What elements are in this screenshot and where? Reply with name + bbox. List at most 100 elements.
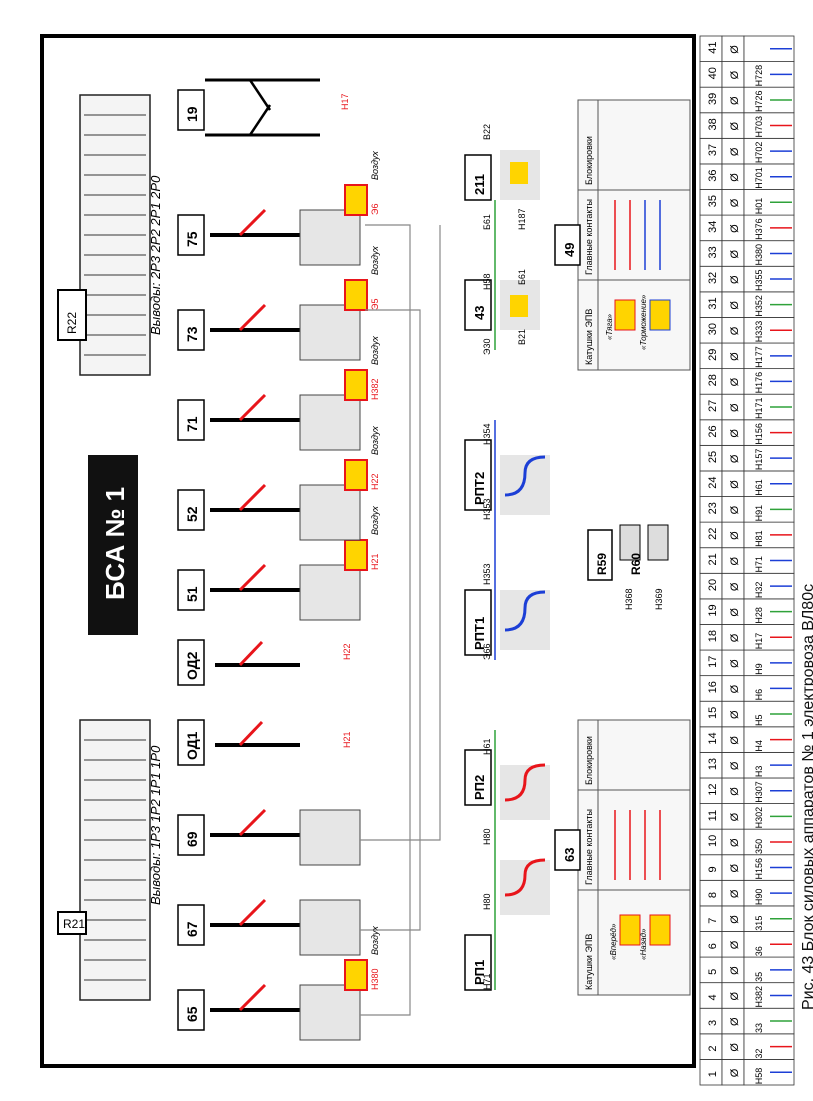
contactor-52-wire: Н22	[370, 473, 380, 490]
terminal-wire: Н728	[754, 65, 764, 87]
terminal-number: 40	[707, 67, 719, 79]
table-63-header-0: Катушки ЭПВ	[584, 934, 594, 990]
relay-43-wire-2: Н58	[482, 273, 492, 290]
relay-rp2: РП2 Н80 Н61	[464, 730, 550, 845]
contactor-19: 19 Н17	[177, 78, 350, 137]
terminal-wire: Н355	[754, 270, 764, 292]
terminal-symbol: Ø	[729, 198, 741, 207]
terminal-wire: Н333	[754, 321, 764, 343]
terminal-number: 38	[707, 118, 719, 130]
relay-rp1-wire-0: Н71	[482, 973, 492, 990]
contactor-65-air: Воздух	[370, 926, 380, 955]
terminal-symbol: Ø	[729, 710, 741, 719]
contactor-51-air: Воздух	[370, 506, 380, 535]
terminal-symbol: Ø	[729, 122, 741, 131]
terminal-wire: Н703	[754, 116, 764, 138]
terminal-symbol: Ø	[729, 403, 741, 412]
terminal-number: 29	[707, 349, 719, 361]
terminal-number: 5	[707, 969, 719, 975]
terminal-symbol: Ø	[729, 889, 741, 898]
terminal-symbol: Ø	[729, 736, 741, 745]
reverser-r21: R21 Выводы: 1Р3 1Р2 1Р1 1Р0	[57, 719, 163, 1001]
terminal-symbol: Ø	[729, 275, 741, 284]
contactor-52: 52 Н22 Воздух	[177, 426, 380, 541]
relay-rp2-wire-1: Н61	[482, 738, 492, 755]
terminal-symbol: Ø	[729, 864, 741, 873]
terminal-number: 14	[707, 732, 719, 744]
contactor-od1-label: ОД1	[184, 731, 200, 760]
terminal-wire: Н90	[754, 889, 764, 906]
terminal-wire: Н177	[754, 346, 764, 368]
terminal-wire: Н28	[754, 607, 764, 624]
terminal-symbol: Ø	[729, 684, 741, 693]
terminal-wire: Н176	[754, 372, 764, 394]
relay-rp1: РП1 Н71 Н80	[464, 800, 550, 991]
relay-43-wire-1: В21	[517, 329, 527, 345]
terminal-number: 7	[707, 918, 719, 924]
terminal-symbol: Ø	[729, 429, 741, 438]
terminal-wire: 315	[754, 916, 764, 931]
terminal-wire: Н382	[754, 986, 764, 1008]
terminal-number: 2	[707, 1045, 719, 1051]
contactor-51-wire: Н21	[370, 553, 380, 570]
relay-rpt1-label: РПТ1	[472, 617, 487, 650]
contactor-69-label: 69	[184, 831, 200, 847]
block-title-box: БСА № 1	[88, 455, 138, 635]
terminal-symbol: Ø	[729, 352, 741, 361]
terminal-symbol: Ø	[729, 173, 741, 182]
contactor-73-air: Воздух	[370, 246, 380, 275]
contactor-od2-wire: Н22	[342, 643, 352, 660]
terminal-symbol: Ø	[729, 940, 741, 949]
contactor-69: 69	[177, 808, 361, 866]
table-49-header-2: Блокировки	[584, 136, 594, 185]
terminal-cell	[743, 444, 795, 472]
contactor-65-label: 65	[184, 1006, 200, 1022]
terminal-wire: Н3	[754, 766, 764, 778]
terminal-wire: Н01	[754, 198, 764, 215]
terminal-symbol: Ø	[729, 761, 741, 770]
contactor-52-air: Воздух	[370, 426, 380, 455]
terminal-cell	[743, 393, 795, 421]
terminal-number: 37	[707, 144, 719, 156]
terminal-number: 34	[707, 221, 719, 233]
terminal-wire: Н91	[754, 505, 764, 522]
terminal-symbol: Ø	[729, 608, 741, 617]
terminal-symbol: Ø	[729, 838, 741, 847]
terminal-number: 12	[707, 784, 719, 796]
terminal-number: 33	[707, 246, 719, 258]
contactor-71: 71 Н382 Воздух	[177, 336, 380, 451]
terminal-number: 9	[707, 866, 719, 872]
r21-label: R21	[63, 917, 85, 931]
relay-rpt2-wire-1: Н354	[482, 423, 492, 445]
contactor-65-wire: Н380	[370, 968, 380, 990]
terminal-wire: 36	[754, 946, 764, 956]
terminal-number: 10	[707, 835, 719, 847]
contactor-73: 73 Э5 Воздух	[177, 246, 380, 361]
r22-label: R22	[65, 312, 79, 334]
contactor-65: 65 Н380 Воздух	[177, 926, 380, 1041]
terminal-wire: Н156	[754, 423, 764, 445]
contactor-75-air: Воздух	[370, 151, 380, 180]
terminal-number: 31	[707, 297, 719, 309]
reverser-r22: R22 Выводы: 2Р3 2Р2 2Р1 2Р0	[57, 94, 163, 376]
table-63-label: 63	[562, 848, 577, 862]
table-49-coil-1: «Торможение»	[639, 294, 648, 350]
terminal-wire: Н376	[754, 218, 764, 240]
relay-rpt1: РПТ1 Э66 Н353	[464, 520, 550, 660]
relay-rpt1-wire-0: Э66	[482, 644, 492, 660]
terminal-number: 25	[707, 451, 719, 463]
relay-43-wire-3: Б61	[517, 269, 527, 285]
table-63-coil-0: «Вперёд»	[609, 923, 618, 960]
terminal-number: 24	[707, 476, 719, 488]
contactor-75-wire: Э6	[370, 204, 380, 215]
table-49-header-1: Главные контакты	[584, 199, 594, 275]
terminal-wire: Н61	[754, 479, 764, 496]
table-63-header-1: Главные контакты	[584, 809, 594, 885]
terminal-wire: Н701	[754, 167, 764, 189]
terminal-number: 28	[707, 374, 719, 386]
contactor-19-label: 19	[184, 106, 200, 122]
terminal-number: 3	[707, 1020, 719, 1026]
relay-211: 211 Б61 Н187 В22	[464, 124, 540, 230]
resistor-r60-wire: Н369	[654, 588, 664, 610]
terminal-symbol: Ø	[729, 326, 741, 335]
